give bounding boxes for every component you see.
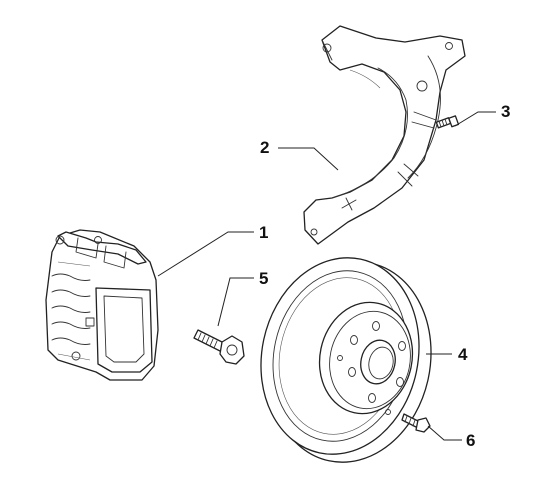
callout-3[interactable]: 3 (501, 102, 510, 121)
callout-4[interactable]: 4 (458, 345, 468, 364)
leader-line-6 (427, 425, 462, 441)
leader-line-2 (278, 147, 339, 171)
callout-2[interactable]: 2 (260, 138, 269, 157)
leader-line-5 (217, 277, 254, 327)
bolt-icon[interactable] (193, 329, 245, 365)
callout-1[interactable]: 1 (259, 223, 268, 242)
callout-5[interactable]: 5 (259, 269, 268, 288)
callout-6[interactable]: 6 (466, 431, 475, 450)
brake-caliper-icon[interactable] (45, 229, 159, 381)
leader-line-1 (157, 231, 254, 277)
leader-lines (157, 111, 496, 441)
brake-disc-icon[interactable] (243, 243, 449, 477)
leader-line-3 (454, 111, 496, 127)
screw-icon[interactable] (401, 413, 431, 433)
dust-shield-icon[interactable] (303, 25, 466, 245)
